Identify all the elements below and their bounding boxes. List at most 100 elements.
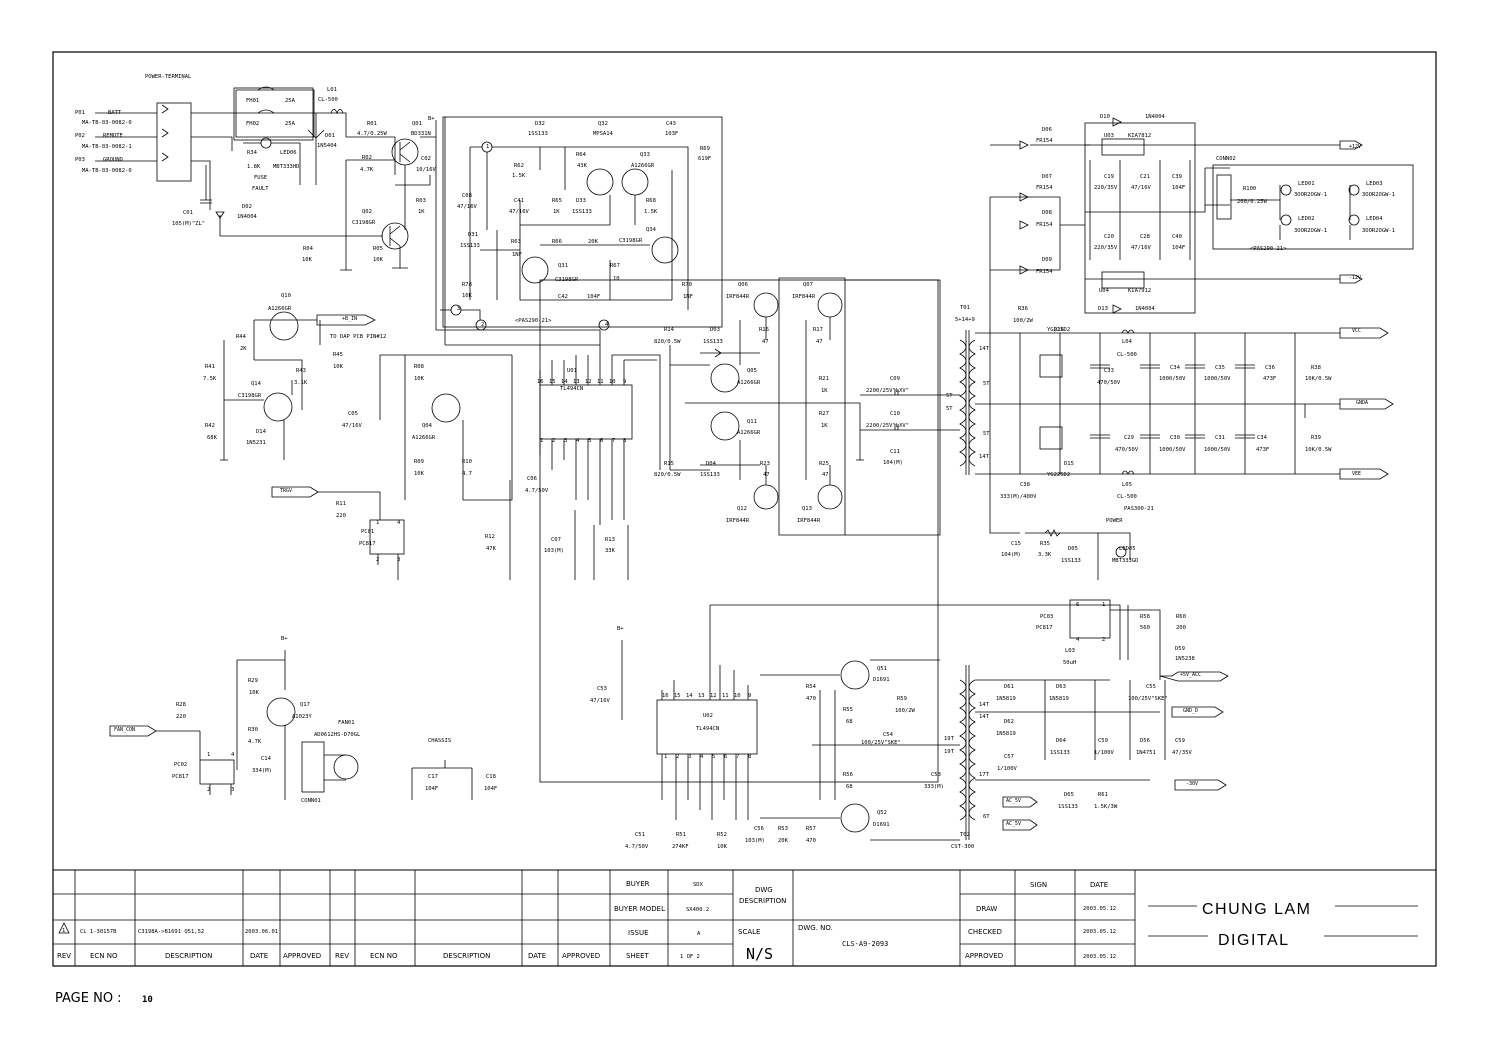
component-label: R67 [610, 263, 620, 269]
company-name-line2: DIGITAL [1218, 932, 1290, 949]
component-label: TL494CN [560, 386, 583, 392]
component-label: 100/2W [1013, 318, 1034, 324]
component-label: R41 [205, 364, 215, 370]
component-label: 1.5K [644, 209, 658, 215]
component-label: 5T [946, 393, 953, 399]
component-label: 10/16V [416, 167, 437, 173]
component-label: C38 [1020, 482, 1030, 488]
checked-date: 2003.05.12 [1083, 929, 1116, 935]
buyer-model-label: BUYER MODEL [614, 905, 665, 913]
component-label: 3OOR2OGW-1 [1362, 228, 1395, 234]
component-label: <PAS290-21> [1250, 246, 1287, 252]
component-label: Q04 [422, 423, 433, 429]
component-label: 220/35V [1094, 245, 1118, 251]
component-label: R29 [248, 678, 258, 684]
component-label: A1266GR [268, 306, 292, 312]
component-label: R64 [576, 152, 587, 158]
component-label: 1000/50V [1204, 447, 1231, 453]
pin-number: 14 [686, 693, 693, 699]
component-label: CHASSIS [428, 738, 451, 744]
component-label: 470/50V [1115, 447, 1139, 453]
component-label: C01 [183, 210, 193, 216]
component-label: 68K [207, 435, 218, 441]
pin-number: 1 [664, 754, 667, 760]
component-label: 10K [414, 471, 425, 477]
pin-number: 3 [397, 557, 400, 563]
component-label: 47K [486, 546, 497, 552]
scale-value: N/S [746, 945, 773, 963]
component-label: 50uH [1063, 660, 1076, 666]
component-label: 2200/25V"LXV" [866, 388, 909, 394]
component-label: R57 [806, 826, 816, 832]
component-label: CONN01 [301, 798, 321, 804]
component-label: Q13 [802, 506, 812, 512]
component-label: 19T [944, 736, 955, 742]
component-label: 10K [333, 364, 344, 370]
desc-col-label-2: DESCRIPTION [443, 952, 490, 960]
component-label: 470 [806, 838, 816, 844]
component-label: T01 [960, 305, 970, 311]
component-label: C17 [428, 774, 438, 780]
component-label: 10K [414, 376, 425, 382]
component-label: 334(M) [252, 768, 272, 774]
component-label: R13 [605, 537, 615, 543]
component-label: CST-300 [951, 844, 974, 850]
component-label: 7.5K [203, 376, 217, 382]
component-label: C14 [261, 756, 272, 762]
pin-number: 1 [486, 144, 489, 150]
component-label: 103F [665, 131, 678, 137]
pin-number: 12 [710, 693, 717, 699]
component-label: R14 [664, 327, 675, 333]
component-label: 560 [1140, 625, 1150, 631]
component-label: 47/16V [342, 423, 363, 429]
component-label: 104F [425, 786, 438, 792]
component-label: 47 [762, 339, 769, 345]
component-label: 103(M) [745, 838, 765, 844]
rev-col-label-2: REV [335, 952, 349, 960]
pin-number: 13 [698, 693, 705, 699]
component-label: 1/100V [1094, 750, 1115, 756]
pin-number: 4 [397, 520, 401, 526]
component-label: 1SS133 [528, 131, 548, 137]
pin-number: 6 [600, 438, 603, 444]
rev1-date: 2003.06.01 [245, 929, 278, 935]
component-label: 3.3K [1038, 552, 1052, 558]
component-label: 1N5238 [1175, 656, 1195, 662]
component-label: 1SS133 [700, 472, 720, 478]
component-label: 1K [821, 388, 828, 394]
component-label: 3.1K [294, 380, 308, 386]
component-label: 220 [336, 513, 346, 519]
component-label: LED05 [1119, 546, 1136, 552]
component-label: 10K [302, 257, 313, 263]
component-label: C34 [1257, 435, 1268, 441]
component-label: D02 [242, 204, 252, 210]
component-label: 47 [763, 472, 770, 478]
component-label: 103(M) [544, 548, 564, 554]
component-label: Q11 [747, 419, 757, 425]
component-label: 200 [1176, 625, 1186, 631]
date-label: DATE [1090, 881, 1108, 889]
component-label: R36 [1018, 306, 1028, 312]
component-label: C3198GR [238, 393, 262, 399]
component-label: 10K/0.5W [1305, 376, 1332, 382]
component-label: 17T [979, 772, 990, 778]
net-port-label: AC_5V [1006, 821, 1021, 827]
component-label: 274KF [672, 844, 689, 850]
component-label: C41 [514, 198, 524, 204]
component-label: 473F [1256, 447, 1269, 453]
draw-label: DRAW [976, 905, 997, 913]
component-label: POWER [1106, 518, 1123, 524]
component-label: D13 [1098, 306, 1108, 312]
buyer-label: BUYER [626, 880, 650, 888]
net-port-label: AC_5V [1006, 798, 1021, 804]
pin-number: 16 [537, 379, 544, 385]
component-label: 3OOR2OGW-1 [1294, 192, 1327, 198]
component-label: 1N5231 [246, 440, 266, 446]
component-label: 5T [946, 406, 953, 412]
component-label: R38 [1311, 365, 1321, 371]
component-label: FR154 [1036, 269, 1053, 275]
component-label: 3OOR2OGW-1 [1294, 228, 1327, 234]
component-label: R54 [806, 684, 817, 690]
title-block: REV ECN NO DESCRIPTION DATE APPROVED REV… [52, 869, 1437, 967]
